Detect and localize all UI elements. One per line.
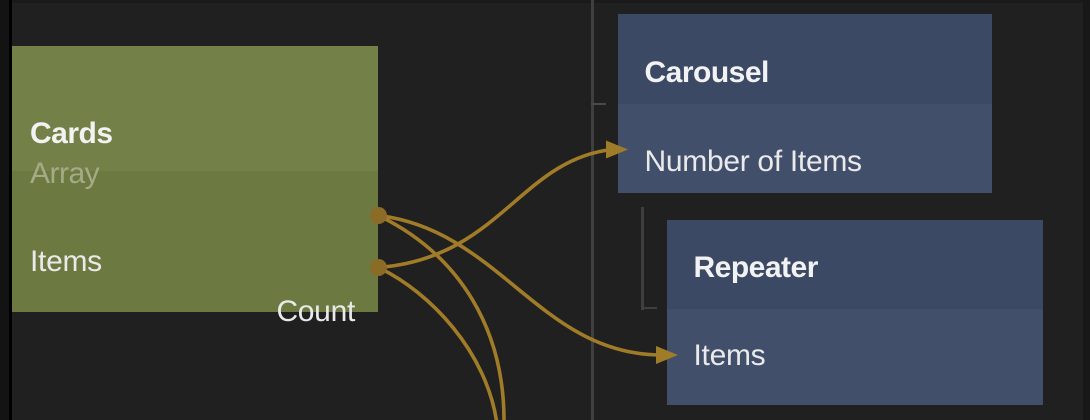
left-panel-divider (9, 0, 12, 420)
node-cards-subtitle: Array (30, 157, 100, 190)
hierarchy-line-tick (591, 102, 606, 106)
node-repeater-header[interactable] (666, 219, 1043, 309)
node-carousel[interactable]: Carousel Number of Items (617, 13, 992, 193)
wire-count-to-offscreen[interactable] (377, 265, 499, 420)
node-carousel-title: Carousel (644, 55, 770, 89)
hierarchy-vertical-line (591, 0, 594, 420)
repeater-items-port-label[interactable]: Items (693, 338, 766, 372)
left-panel-edge (0, 0, 9, 420)
cards-count-port-label[interactable]: Count (276, 295, 355, 328)
carousel-number-of-items-port-label[interactable]: Number of Items (644, 145, 863, 178)
cards-items-port-label[interactable]: Items (30, 245, 102, 278)
node-cards-body[interactable] (12, 171, 378, 312)
carousel-repeater-child-connector-foot (641, 306, 657, 310)
node-carousel-body[interactable] (617, 104, 992, 193)
node-repeater[interactable]: Repeater Items (666, 219, 1043, 405)
right-panel-edge (1083, 0, 1090, 420)
node-cards[interactable]: Cards Array Items Count (12, 46, 378, 328)
node-cards-title: Cards (30, 117, 113, 150)
carousel-repeater-child-connector (641, 207, 644, 310)
wire-items-to-repeater[interactable] (378, 213, 663, 357)
node-repeater-title: Repeater (693, 250, 819, 284)
node-carousel-header[interactable] (617, 13, 992, 104)
node-repeater-body[interactable] (666, 308, 1043, 405)
wire-count-to-carousel[interactable] (378, 147, 613, 270)
wire-items-to-offscreen[interactable] (377, 213, 506, 420)
top-canvas-edge (12, 0, 1083, 3)
node-cards-header[interactable] (12, 46, 378, 171)
